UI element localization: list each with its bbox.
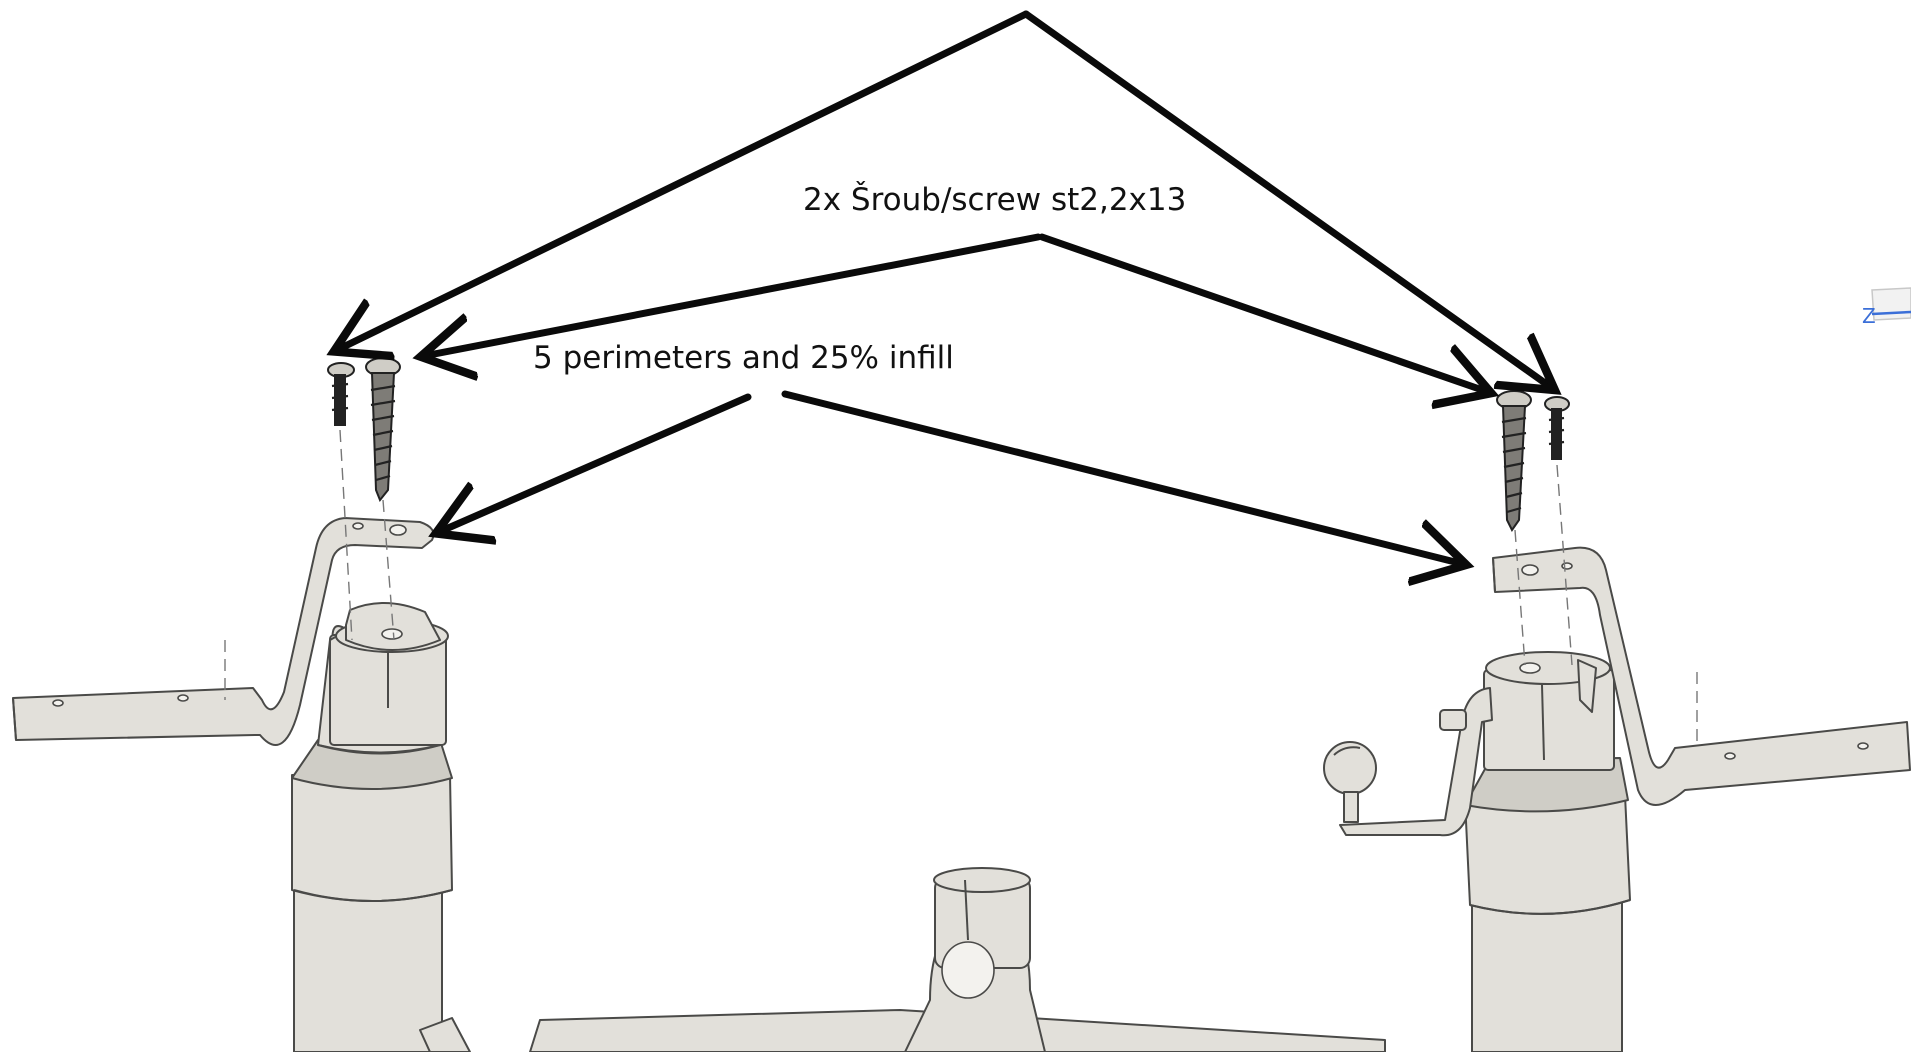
right-screw-small: [1544, 396, 1570, 460]
z-axis-line: [1871, 310, 1911, 316]
left-centerline-2: [382, 499, 395, 641]
left-assembly: [12, 357, 453, 1052]
right-lever: [1323, 687, 1493, 837]
setting-arrows: [439, 390, 1463, 564]
arrow-screw-right: [1038, 233, 1488, 392]
arrow-top-left: [337, 10, 1030, 350]
right-screw-large: [1496, 390, 1532, 532]
left-screw-small: [327, 362, 355, 426]
left-centerline-1: [339, 429, 353, 641]
left-screw-large: [365, 357, 401, 502]
right-assembly: [1323, 390, 1911, 1052]
viewcube[interactable]: Z: [1862, 287, 1911, 328]
arrow-screw-left: [424, 233, 1042, 356]
arrow-bracket-right: [781, 390, 1463, 564]
screw-arrows: [337, 10, 1552, 392]
right-centerline-2: [1556, 464, 1573, 666]
arrow-top-right: [1022, 10, 1552, 388]
print-settings-label: 5 perimeters and 25% infill: [533, 340, 954, 376]
center-part: [419, 867, 1386, 1052]
z-axis-label: Z: [1862, 304, 1876, 328]
right-column: [1464, 651, 1631, 1052]
screw-label: 2x Šroub/screw st2,2x13: [803, 181, 1186, 218]
left-column: [291, 601, 453, 1052]
right-centerline-1: [1514, 529, 1526, 666]
arrow-bracket-left: [439, 393, 752, 532]
